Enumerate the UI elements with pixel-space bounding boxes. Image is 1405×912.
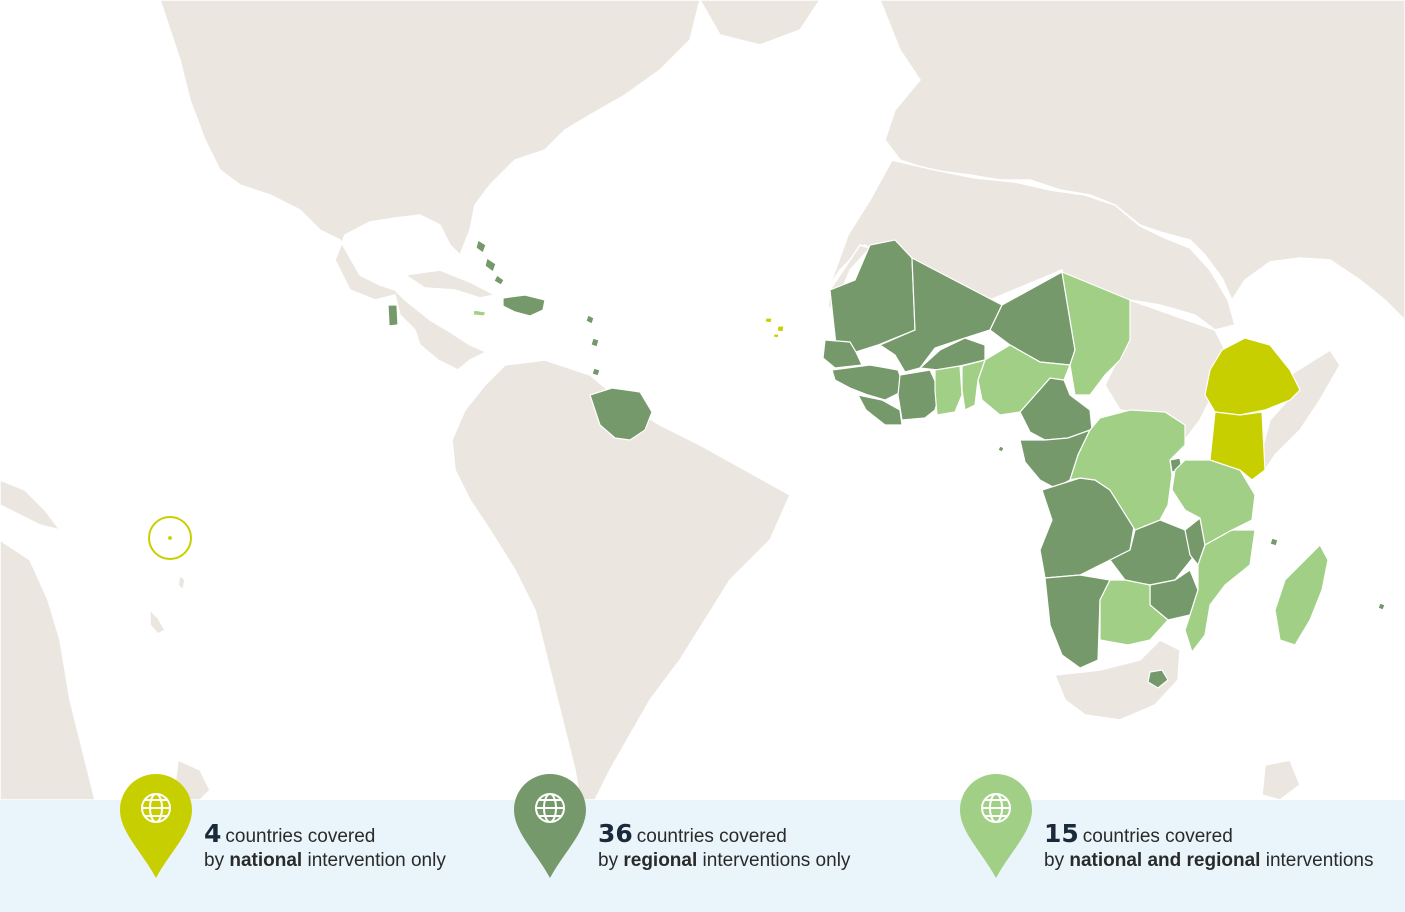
national-only-countries <box>166 317 1301 542</box>
location-pin-icon <box>120 774 192 878</box>
land-greenland-fragment <box>699 0 821 46</box>
country-mauritius <box>1377 602 1386 611</box>
legend-count: 4 <box>204 819 222 848</box>
country-pacific-island-dot <box>166 534 174 542</box>
country-cape-verde-a <box>764 317 773 324</box>
legend-line1: countries covered <box>1082 826 1233 847</box>
country-botswana <box>1099 579 1169 646</box>
legend-suffix: interventions only <box>702 850 851 871</box>
country-tanzania <box>1171 459 1256 546</box>
globe-icon <box>981 793 1011 823</box>
legend-line1: countries covered <box>225 826 376 847</box>
legend-count: 36 <box>598 819 633 848</box>
national-and-regional-countries <box>472 271 1329 654</box>
country-belize <box>387 304 399 327</box>
land-cuba <box>402 269 498 299</box>
land-south-america <box>451 359 791 800</box>
country-ghana <box>934 365 963 416</box>
legend-count: 15 <box>1044 819 1079 848</box>
country-cote-divoire <box>897 369 941 421</box>
land-somalia <box>1261 348 1341 473</box>
country-jamaica <box>472 309 487 317</box>
country-sierra-leone-liberia <box>856 394 903 426</box>
country-lesotho-eswatini <box>1147 669 1169 689</box>
pacific-island-highlight-ring <box>148 516 192 560</box>
legend-by: by <box>204 850 225 871</box>
country-chad <box>1061 271 1131 396</box>
land-pacific-islands <box>149 608 167 635</box>
legend-by: by <box>598 850 619 871</box>
globe-icon <box>535 793 565 823</box>
country-mozambique <box>1184 529 1256 654</box>
country-antilles-a <box>585 314 595 325</box>
country-bahamas-a <box>475 239 487 254</box>
country-cape-verde-c <box>772 333 780 339</box>
country-kenya <box>1209 411 1266 481</box>
land-eurasia <box>879 0 1405 322</box>
country-haiti-dominican-republic <box>502 294 546 317</box>
location-pin-icon <box>960 774 1032 878</box>
country-dr-congo <box>1069 409 1186 531</box>
country-nigeria <box>977 344 1071 416</box>
regional-only-countries <box>387 239 1386 689</box>
legend-emphasis: national <box>229 850 303 871</box>
country-madagascar <box>1274 544 1329 646</box>
land-base <box>0 0 1405 800</box>
country-ethiopia <box>1204 337 1301 416</box>
country-namibia <box>1044 574 1111 669</box>
land-north-america <box>159 0 701 371</box>
globe-icon <box>141 793 171 823</box>
country-comoros <box>1269 537 1279 547</box>
land-southern-africa <box>1053 639 1181 721</box>
land-vanuatu <box>177 573 186 592</box>
legend-suffix: interventions <box>1265 850 1374 871</box>
country-guyana-suriname <box>589 387 653 441</box>
legend-emphasis: national and regional <box>1069 850 1261 871</box>
country-cape-verde-b <box>776 325 785 333</box>
country-senegal-gambia <box>822 339 863 369</box>
country-bahamas-b <box>484 257 497 273</box>
location-pin-icon <box>514 774 586 878</box>
country-togo-benin <box>961 359 986 411</box>
land-papua-islands <box>0 479 62 532</box>
country-antilles-b <box>590 337 600 348</box>
country-sao-tome <box>997 445 1005 453</box>
land-antarctic-islands <box>1261 759 1301 800</box>
legend-by: by <box>1044 850 1065 871</box>
legend-emphasis: regional <box>623 850 698 871</box>
country-antilles-c <box>591 367 601 377</box>
land-australia-fragment <box>0 539 96 800</box>
world-map <box>0 0 1405 800</box>
country-bahamas-c <box>493 274 505 286</box>
legend-suffix: intervention only <box>307 850 446 871</box>
legend-line1: countries covered <box>636 826 787 847</box>
country-guinea-region <box>831 364 906 401</box>
